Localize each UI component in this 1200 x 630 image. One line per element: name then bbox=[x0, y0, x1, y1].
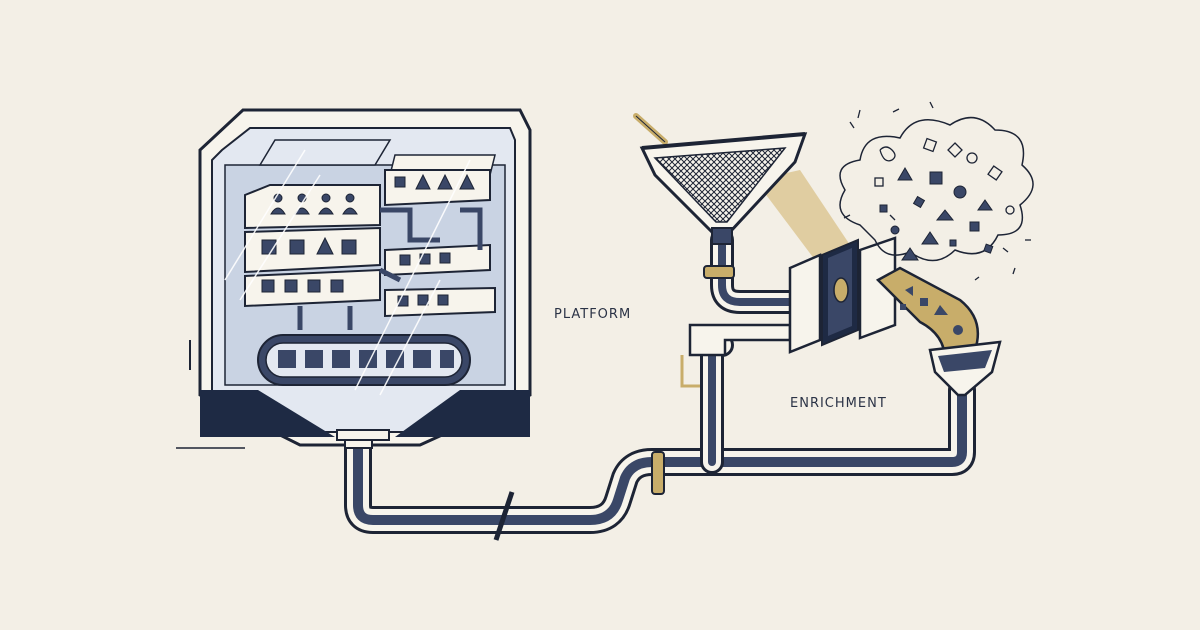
collector-inner bbox=[938, 350, 992, 372]
data-cube bbox=[437, 294, 449, 306]
platform-label: PLATFORM bbox=[554, 307, 632, 322]
platform-base bbox=[395, 390, 530, 437]
data-cube bbox=[289, 239, 305, 255]
gold-coupling bbox=[703, 265, 735, 279]
data-cube bbox=[261, 279, 275, 293]
data-cube bbox=[394, 176, 406, 188]
stem-pipe-core bbox=[718, 236, 794, 306]
data-triangle bbox=[316, 236, 334, 255]
conveyor-item bbox=[440, 350, 454, 368]
conveyor-item bbox=[305, 350, 323, 368]
shelf bbox=[384, 169, 491, 207]
data-triangle bbox=[415, 173, 431, 190]
raw-data-cloud bbox=[839, 101, 1034, 281]
roof-block bbox=[258, 139, 392, 166]
pipe-fittings bbox=[493, 265, 735, 541]
support-arm bbox=[688, 323, 792, 357]
data-triangle bbox=[437, 173, 453, 190]
cloud-outline bbox=[839, 116, 1034, 262]
filter-plate bbox=[858, 236, 897, 340]
shelf bbox=[244, 184, 381, 230]
cloud-shapes bbox=[879, 167, 994, 261]
main-pipe-core bbox=[353, 385, 967, 525]
cloud-sparks bbox=[843, 101, 1031, 281]
platform-base bbox=[200, 390, 335, 437]
enrichment-machine bbox=[633, 113, 1002, 397]
conveyor-item bbox=[332, 350, 350, 368]
person-icon bbox=[318, 193, 334, 215]
enrichment-label: ENRICHMENT bbox=[790, 396, 887, 411]
funnel-neck bbox=[711, 227, 733, 245]
pipe-break-mark bbox=[493, 491, 515, 541]
data-cube bbox=[397, 295, 409, 307]
data-cube bbox=[284, 279, 298, 293]
sieve-mesh bbox=[653, 147, 787, 223]
person-icon bbox=[270, 193, 286, 215]
platform-outlet-collar bbox=[336, 429, 390, 441]
gold-coupling bbox=[651, 451, 665, 495]
filter-plate bbox=[788, 253, 822, 354]
shelf bbox=[384, 243, 491, 277]
data-cube bbox=[330, 279, 344, 293]
cloud-hollow-shapes bbox=[874, 137, 1015, 215]
filter-aperture bbox=[833, 277, 849, 303]
conveyor-item bbox=[386, 350, 404, 368]
data-cube bbox=[417, 294, 429, 306]
funnel-rim bbox=[641, 132, 806, 150]
conveyor-item bbox=[278, 350, 296, 368]
glass-reflections bbox=[224, 149, 471, 396]
data-cube bbox=[307, 279, 321, 293]
chute-particles bbox=[900, 286, 963, 335]
filter-plates bbox=[788, 236, 897, 354]
gold-bracket bbox=[680, 355, 700, 388]
conveyor-item bbox=[413, 350, 431, 368]
data-cube bbox=[341, 239, 357, 255]
conveyor-belt bbox=[257, 334, 471, 386]
gold-lever-outline bbox=[635, 115, 666, 143]
data-cube bbox=[399, 254, 411, 266]
person-icon bbox=[342, 193, 358, 215]
data-blocks bbox=[261, 173, 475, 307]
data-cube bbox=[439, 252, 451, 264]
platform-machine bbox=[176, 108, 532, 449]
internal-pipes bbox=[297, 207, 483, 330]
data-triangle bbox=[459, 173, 475, 190]
